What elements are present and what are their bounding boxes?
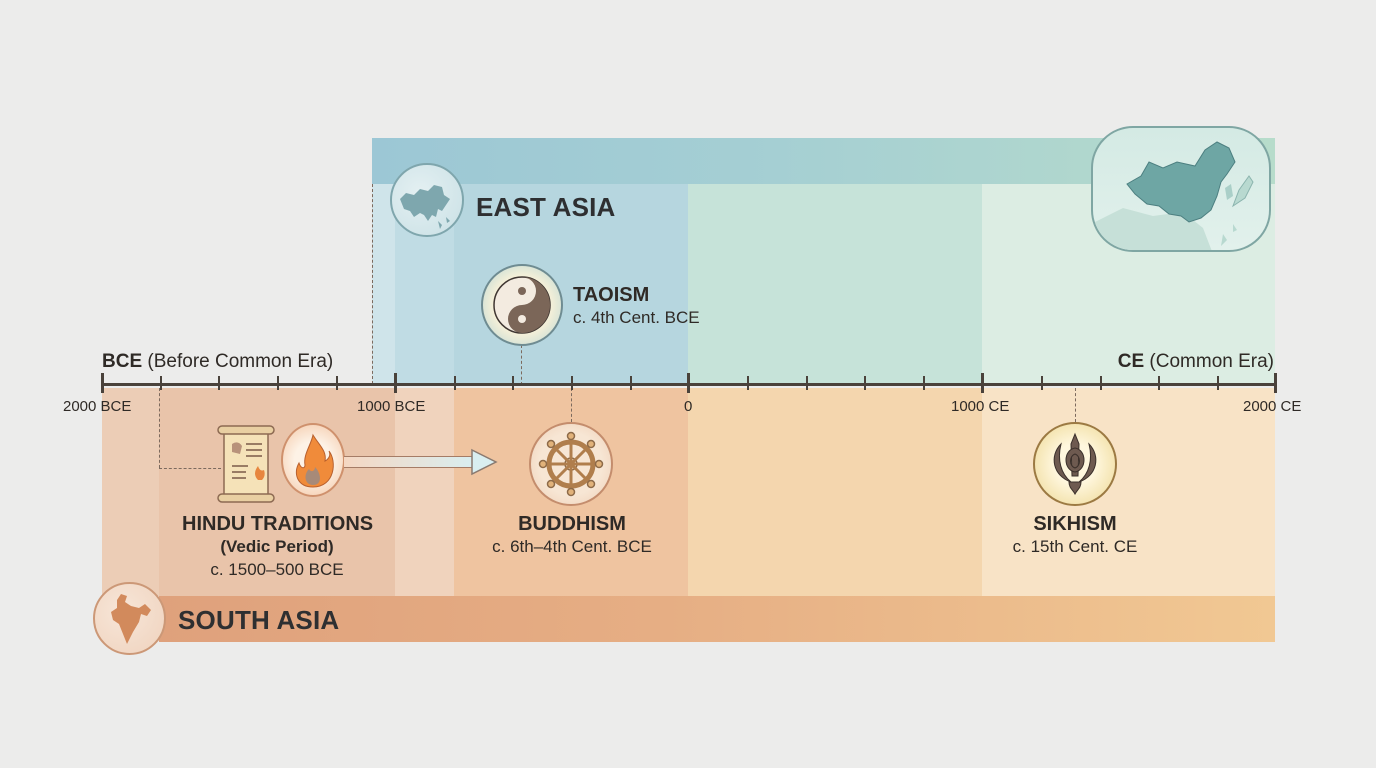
arrow-head-icon	[470, 448, 498, 481]
era-label-ce-full: (Common Era)	[1144, 351, 1274, 372]
axis-tick	[923, 376, 925, 390]
east-asia-band-segment	[372, 184, 395, 385]
axis-tick-major	[101, 373, 104, 393]
hindu-date-connector	[159, 388, 160, 468]
axis-tick-major	[1274, 373, 1277, 393]
buddhism-emblem	[529, 422, 613, 506]
hindu-date-connector-horizontal	[159, 468, 221, 469]
axis-tick-major	[687, 373, 690, 393]
era-label-ce: CE (Common Era)	[1118, 351, 1274, 373]
axis-tick-major	[981, 373, 984, 393]
era-label-ce-abbrev: CE	[1117, 351, 1145, 372]
india-map-icon	[93, 582, 166, 655]
east-asia-start-connector	[372, 184, 373, 384]
axis-tick	[571, 376, 573, 390]
axis-tick	[864, 376, 866, 390]
taoism-date-connector	[521, 345, 522, 385]
influence-arrow	[344, 456, 474, 468]
fire-emblem	[281, 423, 345, 497]
axis-tick	[336, 376, 338, 390]
buddhism-date: c. 6th–4th Cent. BCE	[492, 537, 652, 556]
east-asia-map-icon	[1091, 126, 1271, 252]
south-asia-label: SOUTH ASIA	[178, 605, 340, 635]
tick-label: 2000 BCE	[63, 398, 132, 415]
south-asia-band-segment	[102, 388, 159, 596]
sikhism-emblem	[1033, 422, 1117, 506]
taoism-date: c. 4th Cent. BCE	[573, 308, 700, 327]
hindu-date: c. 1500–500 BCE	[210, 560, 344, 579]
axis-tick	[747, 376, 749, 390]
era-label-bce-abbrev: BCE	[102, 351, 143, 372]
south-asia-band-segment	[159, 388, 395, 596]
yin-yang-icon	[493, 276, 551, 334]
buddhism-title: BUDDHISM	[518, 513, 626, 535]
tick-label: 0	[684, 398, 693, 415]
south-asia-band-segment	[982, 388, 1275, 596]
era-label-bce-full: (Before Common Era)	[142, 351, 334, 372]
hindu-title: HINDU TRADITIONS	[182, 513, 374, 535]
south-asia-band-segment	[395, 388, 454, 596]
axis-tick	[1217, 376, 1219, 390]
east-asia-globe-icon	[390, 163, 464, 237]
axis-tick	[1041, 376, 1043, 390]
dharma-wheel-icon	[538, 431, 604, 497]
axis-tick	[160, 376, 162, 390]
buddhism-date-connector	[571, 388, 572, 422]
axis-tick	[1158, 376, 1160, 390]
scroll-icon	[214, 422, 278, 506]
axis-tick	[277, 376, 279, 390]
khanda-icon	[1053, 432, 1097, 496]
sikhism-date: c. 15th Cent. CE	[1012, 537, 1138, 556]
taoism-title: TAOISM	[573, 284, 650, 306]
taoism-emblem	[481, 264, 563, 346]
east-asia-label: EAST ASIA	[476, 192, 616, 222]
sikhism-title: SIKHISM	[1033, 513, 1117, 535]
axis-tick	[806, 376, 808, 390]
east-asia-band-segment	[688, 184, 982, 385]
axis-tick	[630, 376, 632, 390]
axis-tick	[1100, 376, 1102, 390]
south-asia-band-segment	[688, 388, 982, 596]
south-asia-footer-band	[159, 596, 1275, 642]
era-label-bce: BCE (Before Common Era)	[102, 351, 333, 373]
tick-label: 1000 BCE	[357, 398, 426, 415]
axis-tick	[454, 376, 456, 390]
sikhism-date-connector	[1075, 388, 1076, 422]
tick-label: 1000 CE	[951, 398, 1010, 415]
axis-tick	[512, 376, 514, 390]
hindu-subtitle: (Vedic Period)	[220, 537, 334, 556]
tick-label: 2000 CE	[1243, 398, 1302, 415]
axis-tick	[218, 376, 220, 390]
fire-icon	[295, 433, 334, 488]
axis-tick-major	[394, 373, 397, 393]
